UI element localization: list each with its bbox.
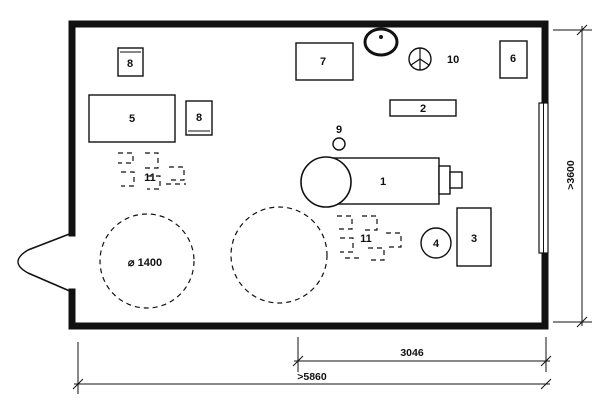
table-5: 5 (88, 94, 176, 143)
dimension-room-height: >3600 (553, 24, 592, 328)
tank-4: 4 (420, 227, 452, 259)
dashed-circle-left: ⌀ 1400 (99, 213, 195, 309)
door (17, 232, 73, 293)
bench-2: 2 (389, 99, 457, 117)
dashed-circle-center (230, 206, 328, 304)
window (538, 102, 549, 254)
label-total-width: >5860 (297, 371, 327, 383)
dimension-3046: 3046 (292, 337, 552, 372)
label-4: 4 (433, 238, 440, 250)
label-8-top: 8 (127, 58, 133, 70)
label-3: 3 (471, 233, 477, 245)
label-3046: 3046 (400, 347, 424, 359)
cabinet-6: 6 (499, 40, 528, 79)
label-8-left: 8 (196, 112, 202, 124)
centrifuge-1: 1 (300, 156, 463, 208)
label-2: 2 (420, 103, 426, 115)
chairs-11-center: 11 (337, 215, 402, 261)
label-9: 9 (336, 124, 342, 136)
cabinet-7: 7 (295, 42, 354, 81)
cabinet-3: 3 (456, 207, 492, 267)
dimension-total-width: >5860 (72, 342, 552, 394)
label-room-height: >3600 (565, 160, 577, 190)
diameter-label: ⌀ 1400 (128, 257, 162, 269)
room-walls (68, 20, 549, 330)
label-11-left: 11 (144, 172, 156, 184)
round-fixture-top (363, 27, 399, 57)
stool-8-left: 8 (185, 100, 213, 136)
chairs-11-left: 11 (118, 152, 186, 190)
label-6: 6 (510, 53, 516, 65)
stool-8-top: 8 (117, 47, 144, 77)
fan-10: 10 (408, 47, 459, 71)
label-11-center: 11 (360, 233, 372, 245)
small-item-9: 9 (332, 124, 346, 151)
label-10: 10 (447, 54, 459, 66)
label-7: 7 (320, 56, 326, 68)
label-1: 1 (380, 176, 386, 188)
label-5: 5 (129, 113, 135, 125)
